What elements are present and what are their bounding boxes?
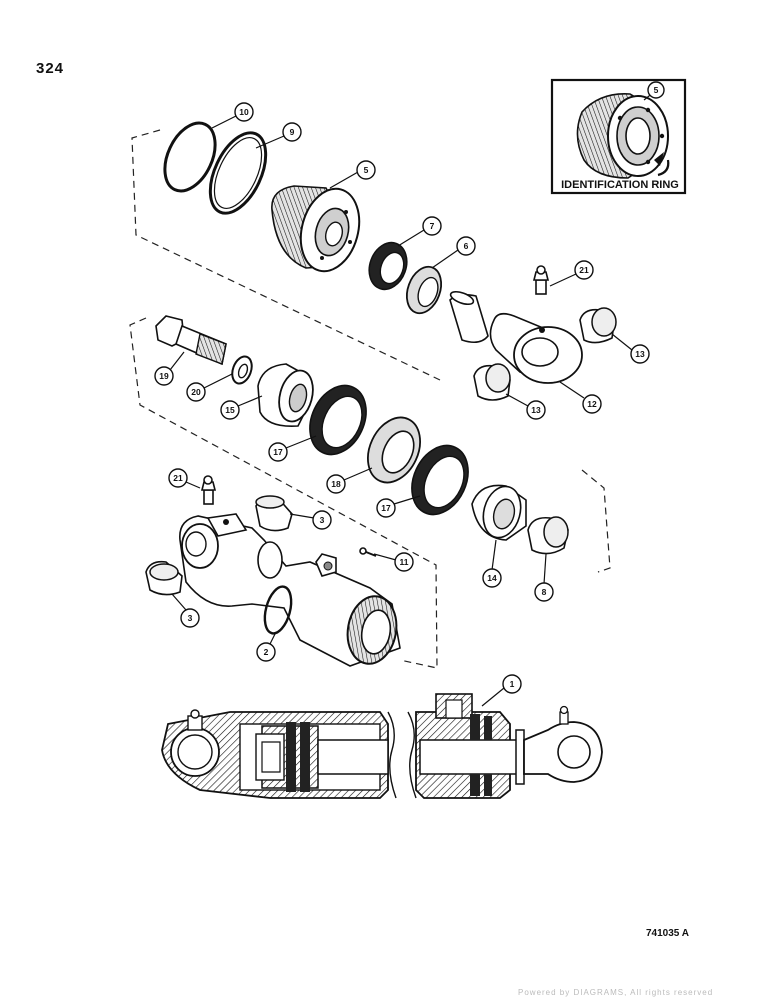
part-o-ring-2 (263, 585, 293, 635)
callout-21-lower: 21 (168, 468, 201, 489)
svg-text:13: 13 (635, 349, 645, 359)
part-gland-15 (257, 363, 314, 428)
callout-3-upper: 3 (289, 510, 332, 530)
page-number: 324 (36, 60, 65, 77)
dashed-outline-left (129, 317, 438, 669)
dashed-outline-right (581, 469, 611, 573)
part-retaining-ring-10 (163, 121, 217, 193)
dashed-outline-upper (131, 129, 441, 381)
svg-text:15: 15 (225, 405, 235, 415)
part-wear-ring-6 (405, 265, 443, 315)
callout-inset-5: 5 (643, 81, 665, 101)
svg-text:7: 7 (430, 221, 435, 231)
svg-text:21: 21 (579, 265, 589, 275)
callout-15: 15 (220, 395, 263, 420)
inset-arrow (657, 159, 670, 177)
callout-10: 10 (211, 102, 254, 129)
svg-text:3: 3 (188, 613, 193, 623)
part-set-screw-11 (359, 547, 377, 557)
svg-text:14: 14 (487, 573, 497, 583)
part-seal-17-left (309, 384, 367, 456)
svg-text:17: 17 (273, 447, 283, 457)
svg-text:12: 12 (587, 399, 597, 409)
figure-code: 741035 A (646, 928, 689, 939)
inset-identification-ring: IDENTIFICATION RING 5 (550, 78, 687, 195)
part-sleeve (449, 290, 489, 344)
part-bushing-13-right (579, 307, 617, 344)
callout-1: 1 (481, 674, 522, 707)
callout-17-left: 17 (268, 435, 317, 462)
callout-9: 9 (255, 122, 302, 149)
svg-text:20: 20 (191, 387, 201, 397)
part-seal-7 (368, 241, 408, 291)
callout-3-lower: 3 (171, 593, 200, 628)
svg-text:3: 3 (320, 515, 325, 525)
part-bolt-19 (155, 315, 227, 366)
callout-12: 12 (559, 381, 602, 414)
part-seal-17-right (411, 444, 469, 516)
svg-text:11: 11 (400, 557, 409, 567)
callout-13-right: 13 (611, 333, 650, 364)
part-bushing-3-lower (145, 560, 183, 596)
callout-8: 8 (534, 553, 554, 602)
part-rod-eye-12 (489, 312, 583, 384)
svg-text:2: 2 (264, 647, 269, 657)
callout-17-right: 17 (376, 495, 421, 518)
callout-19: 19 (154, 351, 185, 386)
callout-7: 7 (397, 216, 442, 247)
svg-text:6: 6 (464, 241, 469, 251)
part-grease-fitting-21-upper (532, 265, 550, 295)
callout-14: 14 (482, 539, 502, 588)
callout-21-upper: 21 (549, 260, 594, 287)
svg-text:19: 19 (159, 371, 169, 381)
callout-5: 5 (329, 160, 376, 189)
svg-text:9: 9 (290, 127, 295, 137)
part-rod-bushing-14 (471, 484, 527, 541)
inset-label: IDENTIFICATION RING (561, 179, 679, 191)
part-bushing-13-left (473, 363, 511, 401)
callout-11: 11 (373, 552, 414, 572)
svg-text:5: 5 (364, 165, 369, 175)
inset-piston-head (576, 93, 670, 179)
part-grease-fitting-21-lower (200, 475, 217, 505)
part-washer-20 (231, 355, 253, 385)
part-backup-ring-9 (208, 131, 268, 215)
footer-watermark-text: Powered by DIAGRAMS, All rights reserved (518, 988, 714, 997)
callout-20: 20 (186, 373, 233, 402)
svg-text:18: 18 (331, 479, 341, 489)
assembled-cylinder-section (161, 693, 603, 799)
callout-6: 6 (431, 236, 476, 269)
svg-text:5: 5 (654, 85, 659, 95)
part-cylinder-barrel (179, 513, 401, 667)
callout-2: 2 (256, 631, 277, 662)
callout-18: 18 (326, 467, 373, 494)
svg-text:21: 21 (173, 473, 183, 483)
callout-13-left: 13 (505, 393, 546, 420)
svg-text:13: 13 (531, 405, 541, 415)
part-piston-5 (271, 185, 361, 273)
part-wiper-8 (527, 516, 569, 555)
svg-text:8: 8 (542, 587, 547, 597)
svg-text:10: 10 (239, 107, 249, 117)
svg-text:17: 17 (381, 503, 391, 513)
svg-text:1: 1 (510, 679, 515, 689)
part-ring-18 (367, 416, 421, 484)
part-bushing-3-upper (255, 495, 293, 532)
